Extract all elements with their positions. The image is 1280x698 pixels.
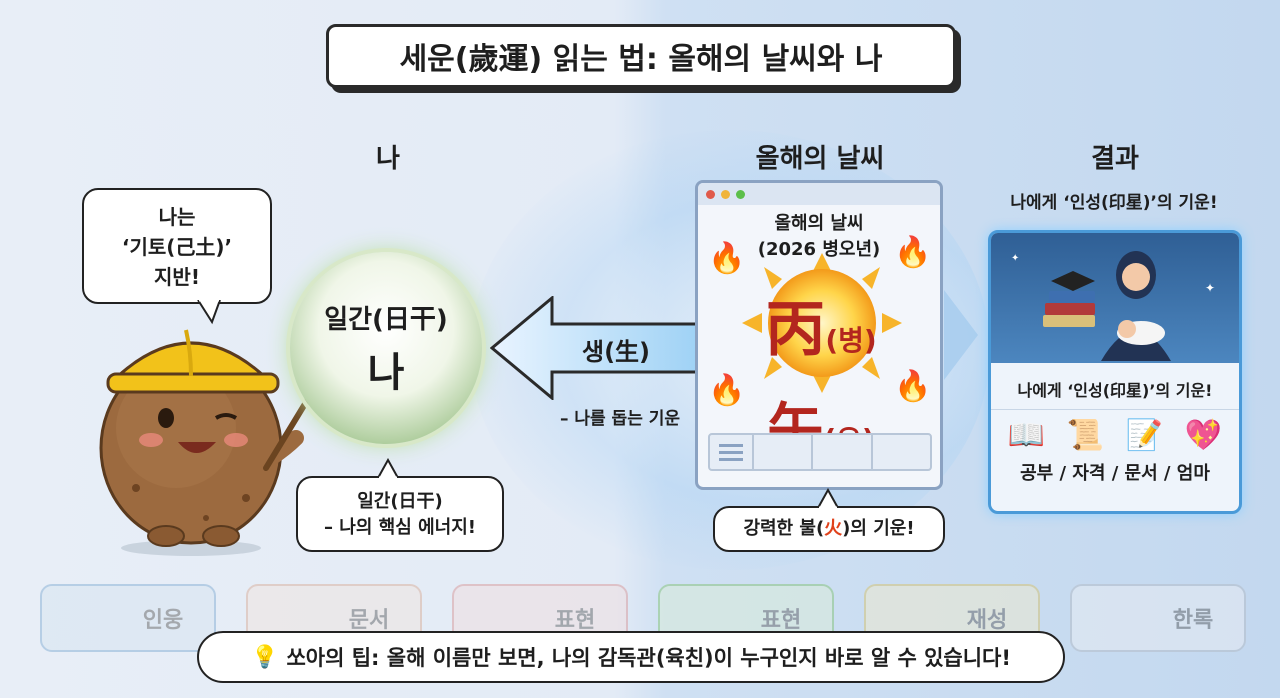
document-icon: 📝 (1125, 418, 1164, 453)
ilgan-bubble-line-1: 일간(日干) (357, 491, 443, 512)
hanja-byeong-char: 丙 (765, 295, 826, 365)
speech-line-2: ‘기토(己土)’ (121, 235, 233, 259)
maximize-dot-icon (736, 189, 745, 199)
potato-mascot-icon (99, 329, 331, 556)
certificate-icon: 📜 (1066, 418, 1105, 453)
speech-bubble-tail (197, 300, 221, 325)
flame-bottom-left-icon: 🔥 (708, 373, 746, 408)
weather-bubble-post: )의 기운! (842, 518, 915, 539)
column-header-result: 결과 (1091, 144, 1139, 174)
result-pointer-icon (944, 290, 978, 380)
tile-6-label: 한록 (1172, 608, 1214, 633)
menu-icon (710, 435, 754, 469)
flame-top-right-icon: 🔥 (894, 235, 932, 270)
weather-title: 올해의 날씨 (774, 213, 864, 234)
book-icon: 📖 (1007, 418, 1046, 453)
flame-top-left-icon: 🔥 (708, 241, 746, 276)
speech-bubble: 나는 ‘기토(己土)’ 지반! (82, 188, 272, 304)
tile-3-label: 표현 (554, 608, 596, 633)
tile-4-label: 표현 (760, 608, 802, 633)
column-header-weather: 올해의 날씨 (755, 144, 885, 174)
ilgan-label: 일간(日干) (324, 304, 448, 335)
ilgan-bubble: 일간(日干) – 나의 핵심 에너지! (296, 476, 504, 552)
ilgan-bubble-tail (377, 458, 399, 478)
weather-bubble-tail (817, 488, 839, 508)
result-panel-heading: 나에게 ‘인성(印星)’의 기운! (991, 363, 1239, 410)
flame-bottom-right-icon: 🔥 (894, 369, 932, 404)
tile-5-label: 재성 (966, 608, 1008, 633)
sparkle-icon: ✦ (1204, 281, 1215, 295)
sparkle-icon: ✦ (1011, 253, 1020, 264)
weather-window: 올해의 날씨 (2026 병오년) 丙(병) 午(오) 🔥 🔥 🔥 🔥 (695, 180, 943, 490)
arrow-label: 생(生) (581, 338, 651, 366)
weather-bubble-pre: 강력한 불( (743, 518, 825, 539)
window-footer-bar (708, 433, 932, 471)
result-illustration: ✦ ✦ (991, 233, 1239, 363)
result-categories: 공부 / 자격 / 문서 / 엄마 (1020, 463, 1210, 484)
result-heading: 나에게 ‘인성(印星)’의 기운! (1010, 193, 1218, 213)
weather-year: (2026 병오년) (757, 239, 881, 260)
tile-1-label: 인웅 (142, 608, 184, 633)
tip-bar: 💡 쏘아의 팁: 올해 이름만 보면, 나의 감독관(육친)이 누구인지 바로 … (197, 631, 1065, 683)
minimize-dot-icon (721, 189, 730, 199)
result-icons-row: 📖 📜 📝 💖 (991, 410, 1239, 455)
result-panel: ✦ ✦ 나에게 ‘인성(印星)’의 기운! 📖 📜 📝 💖 공부 / 자격 / … (988, 230, 1242, 514)
tip-text: 쏘아의 팁: 올해 이름만 보면, 나의 감독관(육친)이 누구인지 바로 알 … (286, 646, 1011, 670)
arrow-caption: – 나를 돕는 기운 (559, 409, 681, 429)
weather-bubble-fire: 火 (824, 518, 843, 539)
tile-2-label: 문서 (348, 608, 390, 633)
sun-icon (742, 253, 902, 393)
tile-6: 한록 (1070, 584, 1246, 652)
mother-baby-icon (1043, 251, 1171, 361)
speech-line-1: 나는 (158, 205, 196, 229)
speech-line-3: 지반! (154, 265, 200, 289)
hanja-byeong: 丙(병) (736, 281, 906, 368)
ilgan-bubble-line-2: – 나의 핵심 에너지! (324, 517, 476, 538)
window-titlebar (698, 183, 940, 205)
column-header-me: 나 (376, 144, 400, 174)
ilgan-main: 나 (367, 349, 405, 396)
mother-heart-icon: 💖 (1184, 418, 1223, 453)
weather-bubble: 강력한 불(火)의 기운! (713, 506, 945, 552)
ilgan-circle: 일간(日干) 나 (290, 252, 482, 444)
tile-1: 인웅 (40, 584, 216, 652)
lightbulb-icon: 💡 (251, 644, 279, 670)
page-title: 세운(歲運) 읽는 법: 올해의 날씨와 나 (326, 24, 956, 88)
close-dot-icon (706, 189, 715, 199)
hanja-byeong-reading: (병) (825, 324, 877, 357)
